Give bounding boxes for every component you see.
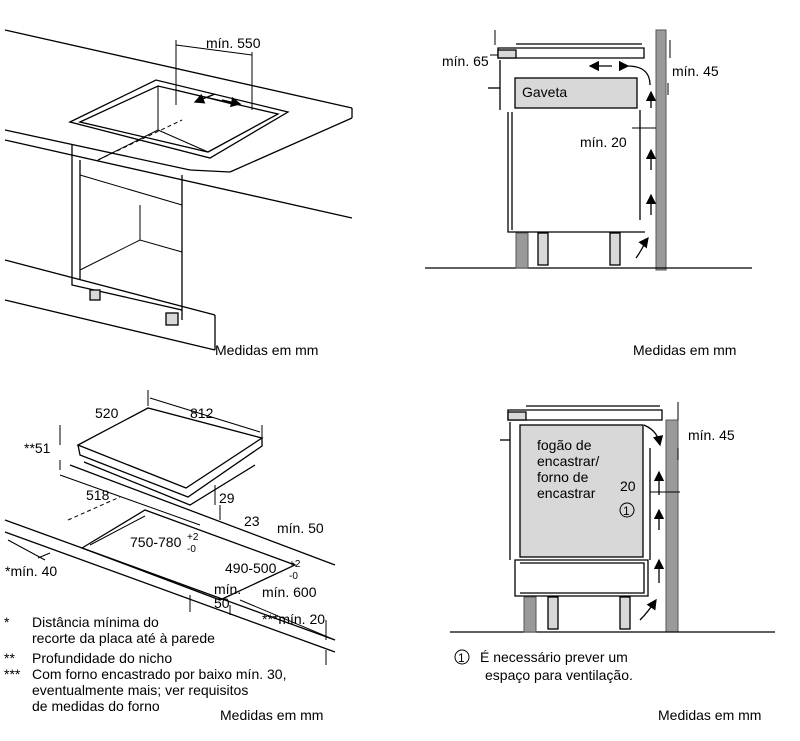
dim-min-550: mín. 550 xyxy=(206,35,261,51)
dim-490-500: 490-500 xyxy=(225,560,277,576)
caption-top-right: Medidas em mm xyxy=(633,342,736,358)
dim-518: 518 xyxy=(86,487,110,503)
oven-label-line-1: fogão de xyxy=(537,437,592,453)
oven-label-line-3: forno de xyxy=(537,469,589,485)
drawer-label: Gaveta xyxy=(522,84,567,100)
footnote-2: ** Profundidade do nicho xyxy=(4,650,172,666)
dim-23: 23 xyxy=(244,513,260,529)
dim-min-45-top: mín. 45 xyxy=(672,63,719,79)
note-marker-circle-text: 1 xyxy=(458,651,465,665)
footnote-1: * Distância mínima do recorte da placa at… xyxy=(4,614,215,646)
footnote-1-line-1: Distância mínima do xyxy=(32,614,159,630)
dim-812: 812 xyxy=(190,405,214,421)
tol-490-plus: +2 xyxy=(289,559,301,570)
dim-min-45-bottom: mín. 45 xyxy=(688,427,735,443)
footnote-1-line-2: recorte da placa até à parede xyxy=(32,630,215,646)
oven-label-line-4: encastrar xyxy=(537,485,596,501)
vent-note-line-2: espaço para ventilação. xyxy=(485,667,633,683)
footnote-3-line-2: eventualmente mais; ver requisitos xyxy=(32,682,249,698)
dim-min-20-bottom: ***mín. 20 xyxy=(262,611,325,627)
dim-min-50-a: mín. 50 xyxy=(277,520,324,536)
footnote-1-mark: * xyxy=(4,614,10,630)
dim-min-65: mín. 65 xyxy=(442,53,489,69)
tol-490-minus: -0 xyxy=(289,571,298,582)
footnote-2-mark: ** xyxy=(4,650,15,666)
footnote-3-line-1: Com forno encastrado por baixo mín. 30, xyxy=(32,666,287,682)
dim-20-bottom: 20 xyxy=(620,478,636,494)
tol-750-plus: +2 xyxy=(187,532,199,543)
side-section-oven-drawing xyxy=(450,402,775,665)
dim-51: **51 xyxy=(24,440,51,456)
vent-note-line-1: É necessário prever um xyxy=(480,649,628,665)
footnote-3: *** Com forno encastrado por baixo mín. 3… xyxy=(4,666,286,714)
side-section-drawer-drawing xyxy=(425,29,752,271)
footnote-3-line-3: de medidas do forno xyxy=(32,698,160,714)
dim-min-50-b-value: 50 xyxy=(214,595,230,611)
countertop-cutout-drawing xyxy=(4,29,353,351)
marker-1-circle-text: 1 xyxy=(623,504,630,518)
caption-bottom-right: Medidas em mm xyxy=(658,707,761,723)
dim-min-40: *mín. 40 xyxy=(5,563,57,579)
dim-min-600: mín. 600 xyxy=(262,584,317,600)
dim-750-780: 750-780 xyxy=(130,534,182,550)
dim-520: 520 xyxy=(95,405,119,421)
footnote-2-line-1: Profundidade do nicho xyxy=(32,650,173,666)
dim-min-50-b: mín. xyxy=(214,581,241,597)
oven-label-line-2: encastrar/ xyxy=(537,453,599,469)
hob-dimension-drawing xyxy=(4,390,336,665)
caption-top-left: Medidas em mm xyxy=(215,342,318,358)
dim-29: 29 xyxy=(219,490,235,506)
dim-min-20-top: mín. 20 xyxy=(580,134,627,150)
caption-bottom-left: Medidas em mm xyxy=(220,707,323,723)
tol-750-minus: -0 xyxy=(187,544,196,555)
footnote-3-mark: *** xyxy=(4,666,21,682)
